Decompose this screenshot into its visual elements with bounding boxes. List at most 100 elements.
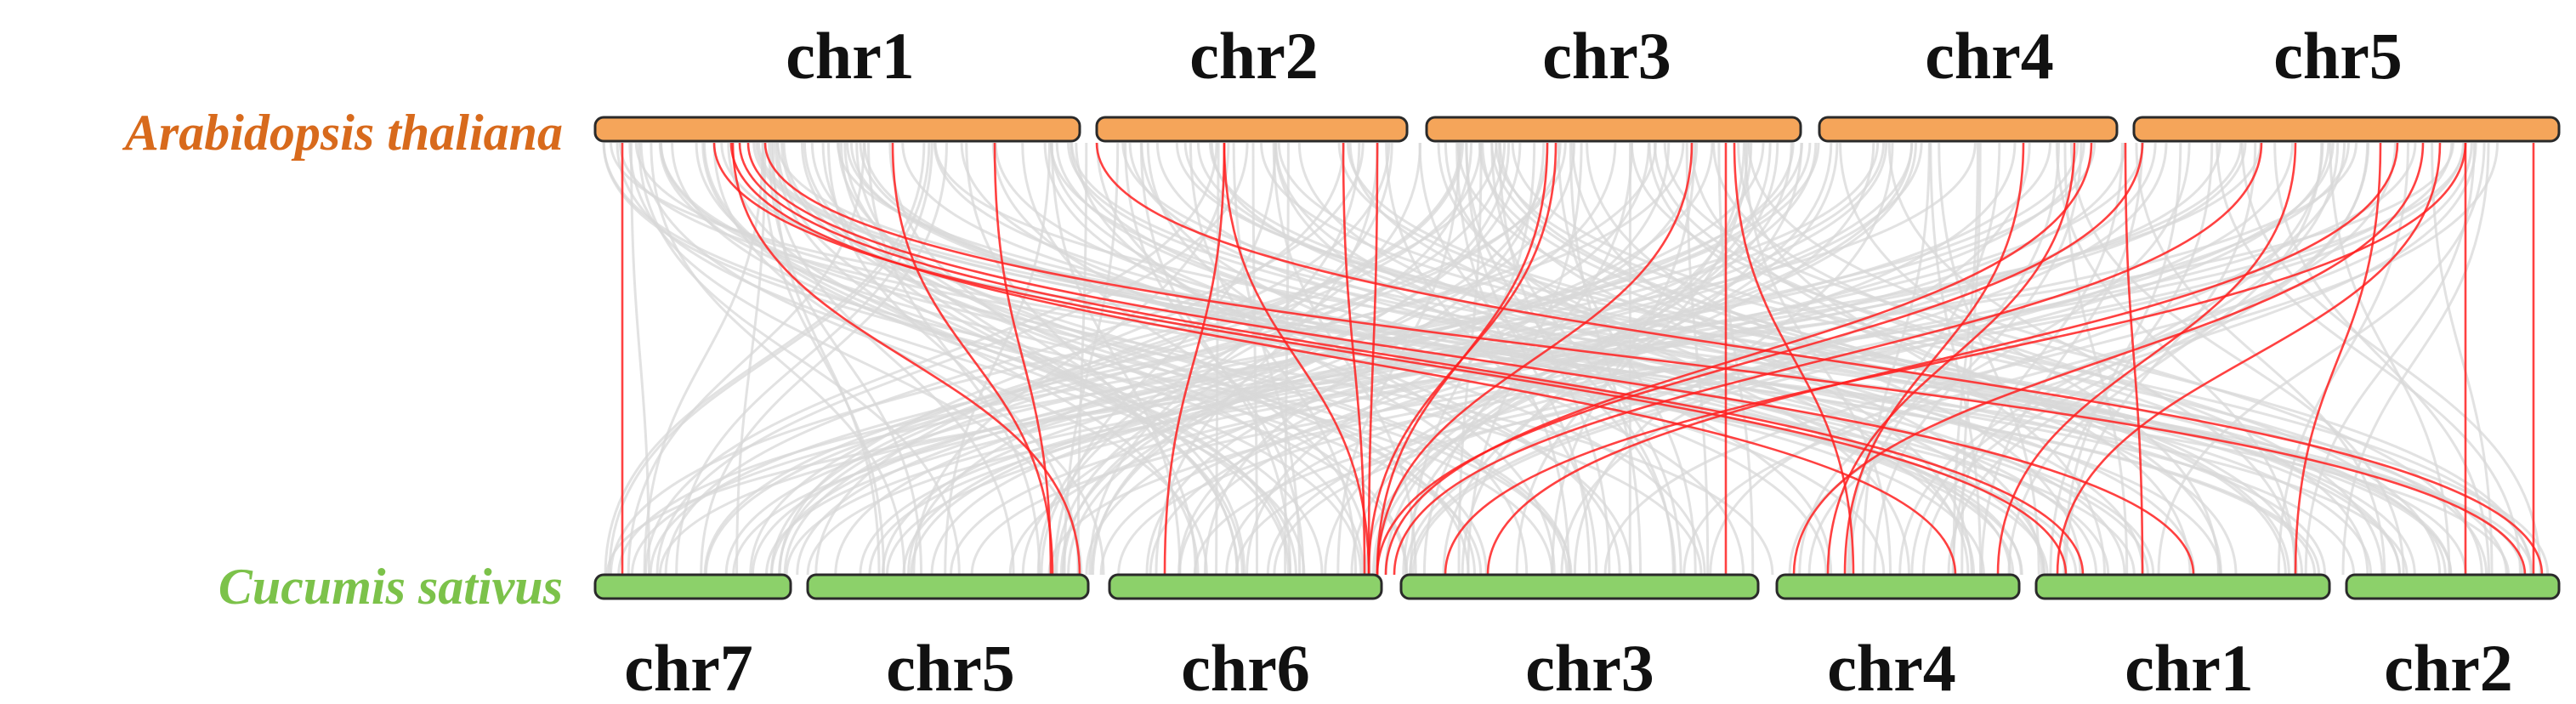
background-link [2341,142,2490,576]
highlighted-link [2124,142,2144,576]
background-link [2277,142,2409,576]
background-link [1266,142,2157,576]
highlighted-link [763,142,2527,576]
top-chr5-bar[interactable] [2132,116,2561,143]
background-link [810,142,1572,576]
highlighted-link [1223,142,1370,576]
background-link [2216,142,2522,576]
background-link [780,142,1477,576]
background-link [1712,142,2384,576]
background-link [2240,142,2542,576]
background-link [1663,142,2533,576]
background-link [1709,142,2346,576]
background-link [881,142,1765,576]
background-links [602,142,2550,576]
background-link [2055,142,2296,576]
background-link [2431,142,2494,576]
background-link [1495,142,2488,576]
highlighted-link [1367,142,1558,576]
highlighted-link [1996,142,2297,576]
background-link [627,142,865,576]
background-link [1177,142,1699,576]
bottom-chr5-bar[interactable] [806,573,1090,600]
top-chr4-bar[interactable] [1818,116,2119,143]
bottom-chr3-label: chr3 [1525,631,1654,704]
background-link [1008,142,2085,576]
top-chr3-label: chr3 [1542,19,1671,93]
background-link [1260,142,2416,576]
highlighted-link [1393,142,2263,576]
background-link [1047,142,2417,576]
background-link [604,142,926,576]
highlighted-link [1163,142,1226,576]
background-link [2063,142,2182,576]
highlighted-link [1444,142,2467,576]
highlighted-link [1376,142,1694,576]
bottom-chr7-bar[interactable] [593,573,792,600]
background-link [769,142,1015,576]
background-link [1215,142,1220,576]
background-link [806,142,2358,576]
highlighted-link [1095,142,2544,576]
top-chr4-label: chr4 [1925,19,2054,93]
top-chr2-label: chr2 [1189,19,1319,93]
background-link [1404,142,2168,576]
background-link [1747,142,2483,576]
background-link [1175,142,2550,576]
background-link [888,142,1246,576]
background-link [664,142,1365,576]
background-link [800,142,1409,576]
highlighted-link [1792,142,2425,576]
bottom-chr4-bar[interactable] [1775,573,2021,600]
background-link [658,142,2262,576]
background-link [1374,142,1839,576]
highlighted-link [1384,142,2093,576]
bottom-chr6-bar[interactable] [1108,573,1383,600]
top-chr3-bar[interactable] [1425,116,1802,143]
top-chr2-bar[interactable] [1095,116,1409,143]
bottom-chr2-bar[interactable] [2345,573,2561,600]
background-link [605,142,2454,576]
background-link [602,142,1554,576]
background-link [1043,142,1706,576]
background-link [1408,142,2294,576]
highlighted-link [2056,142,2442,576]
background-link [855,142,1239,576]
background-link [1478,142,2287,576]
bottom-chr3-bar[interactable] [1399,573,1760,600]
background-link [1798,142,2191,576]
highlighted-link [712,142,2068,576]
bottom-chr1-label: chr1 [2125,631,2254,704]
background-link [1040,142,1421,576]
background-link [712,142,1105,576]
background-link [610,142,2511,576]
highlighted-link [2294,142,2382,576]
background-link [1437,142,1970,576]
bottom-chr2-label: chr2 [2384,631,2513,704]
background-link [778,142,1346,576]
highlighted-link [1342,142,1366,576]
highlighted-link [1843,142,2025,576]
background-link [1284,142,1290,576]
background-link [1498,142,2290,576]
background-link [1085,142,1818,576]
background-link [1653,142,2369,576]
highlighted-link [1376,142,2144,576]
background-link [1053,142,1277,576]
background-link [617,142,1880,576]
highlighted-link [1367,142,1379,576]
bottom-chr1-bar[interactable] [2034,573,2331,600]
top-chr1-bar[interactable] [593,116,1081,143]
background-link [609,142,1498,576]
highlighted-link [1486,142,2399,576]
bottom-species-label: Cucumis sativus [218,559,563,615]
bottom-chr7-label: chr7 [624,631,753,704]
highlighted-link [1733,142,1855,576]
background-link [859,142,1985,576]
top-species-label: Arabidopsis thaliana [122,105,563,161]
background-link [1274,142,1976,576]
background-link [630,142,1977,576]
background-link [1947,142,2369,576]
highlighted-link [746,142,2195,576]
bottom-chr5-label: chr5 [886,631,1015,704]
